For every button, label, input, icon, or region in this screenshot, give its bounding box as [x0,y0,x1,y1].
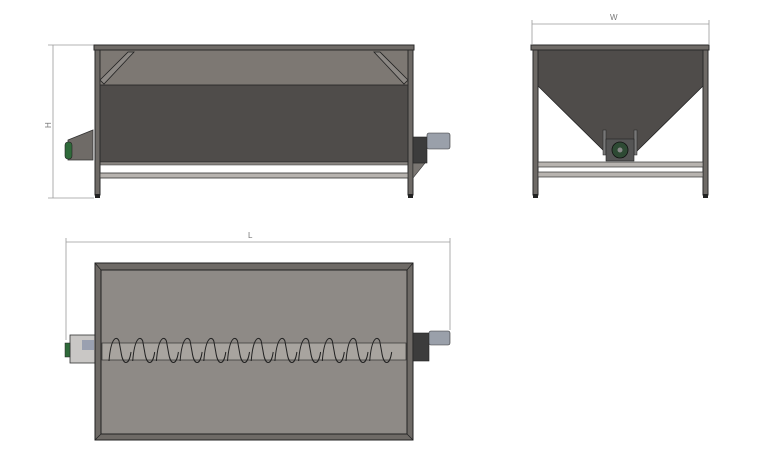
left-foot [95,194,100,198]
screw-flight [321,338,345,363]
height-dimension: H [44,44,94,199]
top-motor [428,330,451,346]
screw-flight [155,338,179,363]
screw-flight [298,338,322,363]
screw-flight [274,338,298,363]
top-view: L [64,231,451,441]
screw-flight [250,338,274,363]
side-right-foot [703,194,708,198]
length-label: L [248,231,253,240]
screw-flight [179,338,203,363]
side-rail-lower [537,171,704,178]
front-panel-upper [100,50,408,85]
screw-flight [108,338,132,363]
left-pulley [64,141,73,160]
screw-flight [345,338,369,363]
bottom-trough-lip [99,161,409,166]
screw-flight [227,338,250,363]
side-left-leg [532,49,539,196]
screw-flight [369,338,393,363]
screw-flights [108,338,393,363]
length-dimension: L [65,231,451,340]
screw-flight [203,338,227,363]
right-leg [407,49,414,196]
hopper [537,49,704,152]
drive-bracket-left [602,129,607,156]
height-label: H [44,122,53,128]
side-right-leg [702,49,709,196]
width-dimension: W [531,13,710,44]
right-foot [408,194,413,198]
top-gearbox [412,332,430,362]
bottom-rail [99,172,409,179]
right-drive-bracket [412,162,426,179]
front-panel-lower [99,84,409,163]
left-pulley-top [64,342,71,358]
left-leg [94,49,101,196]
right-motor [426,132,451,150]
drive-shaft [617,147,623,153]
side-rail-upper [537,161,704,168]
drive-bracket-right [633,129,638,156]
left-bearing [82,340,94,350]
screw-flight [132,338,156,363]
right-brace [373,51,409,85]
front-view: H [44,44,451,199]
width-label: W [610,13,618,22]
side-view: W [530,13,710,198]
top-rail [93,44,415,51]
side-top-rail [530,44,710,51]
side-left-foot [533,194,538,198]
right-gearbox [412,136,428,164]
left-brace [99,51,135,85]
